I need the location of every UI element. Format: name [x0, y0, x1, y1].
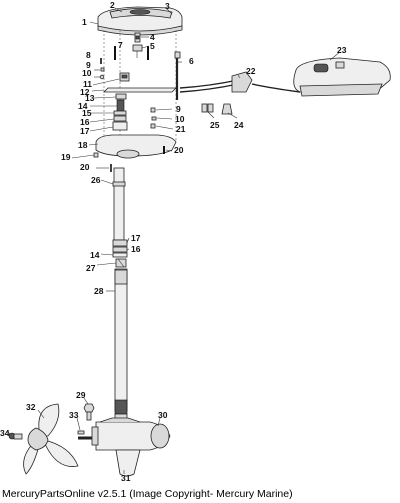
callout-7: 7: [118, 40, 123, 50]
callout-12: 12: [80, 87, 90, 97]
leader-lines: [7, 7, 341, 474]
callout-17-lower: 17: [131, 233, 141, 243]
callout-5: 5: [150, 41, 155, 51]
callout-11: 11: [83, 79, 92, 89]
callout-10-left: 10: [82, 68, 92, 78]
callout-9-right: 9: [176, 104, 181, 114]
callout-20-right: 20: [174, 145, 184, 155]
callout-1: 1: [82, 17, 87, 27]
callout-labels: 1 2 3 4 5 7 6 8 9 10 11 12 13 14 15 16 1…: [0, 0, 347, 483]
callout-14-upper: 14: [78, 101, 88, 111]
callout-20-left: 20: [80, 162, 90, 172]
callout-17-upper: 17: [80, 126, 90, 136]
callout-24: 24: [234, 120, 244, 130]
foot-pedal-assembly: [179, 57, 391, 115]
callout-21: 21: [176, 124, 186, 134]
callout-8: 8: [86, 50, 91, 60]
callout-28: 28: [94, 286, 104, 296]
callout-14-lower: 14: [90, 250, 100, 260]
shaft-assembly: [112, 167, 128, 423]
callout-18: 18: [78, 140, 88, 150]
callout-32: 32: [26, 402, 36, 412]
propeller: [8, 403, 85, 475]
callout-26: 26: [91, 175, 101, 185]
callout-31: 31: [121, 473, 131, 483]
callout-15: 15: [82, 108, 92, 118]
callout-27: 27: [86, 263, 96, 273]
callout-16-lower: 16: [131, 244, 141, 254]
lower-unit-motor: [78, 417, 171, 477]
callout-23: 23: [337, 45, 347, 55]
internal-parts: [99, 32, 181, 131]
callout-19: 19: [61, 152, 71, 162]
head-cover-assembly: [97, 6, 183, 36]
callout-4: 4: [150, 32, 155, 42]
callout-9-left: 9: [86, 60, 91, 70]
callout-10-right: 10: [175, 114, 185, 124]
callout-33: 33: [69, 410, 79, 420]
callout-30: 30: [158, 410, 168, 420]
callout-3: 3: [165, 1, 170, 11]
mount-bracket: [93, 134, 177, 172]
callout-29: 29: [76, 390, 86, 400]
callout-16-upper: 16: [80, 117, 90, 127]
callout-34: 34: [0, 428, 10, 438]
callout-25: 25: [210, 120, 220, 130]
copyright-caption: MercuryPartsOnline v2.5.1 (Image Copyrig…: [2, 488, 293, 500]
mount-bolt: [83, 403, 95, 421]
callout-2: 2: [110, 0, 115, 10]
callout-22: 22: [246, 66, 256, 76]
callout-13: 13: [85, 93, 95, 103]
callout-6: 6: [189, 56, 194, 66]
